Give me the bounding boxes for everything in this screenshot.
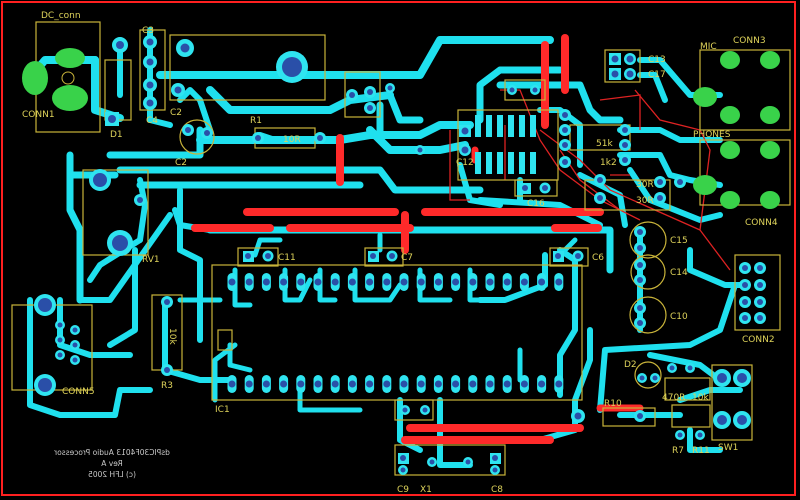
label-d2: D2	[624, 360, 637, 370]
ic1-pin-hole	[538, 380, 546, 388]
label-c7: C7	[401, 253, 413, 263]
ic1-pin-hole	[486, 278, 494, 286]
ic1-pin-hole	[520, 380, 528, 388]
label-mic: MIC	[700, 42, 717, 52]
label-phones: PHONES	[693, 130, 731, 140]
label-r-1k2: 1k2	[600, 158, 617, 168]
label-r-470r: 470R	[662, 393, 685, 403]
label-r-10k-b: 10k	[692, 393, 709, 403]
note-title: dsPIC30F4013 Audio Processor	[53, 448, 170, 457]
ic1-pin-hole	[297, 380, 305, 388]
label-c14: C14	[670, 268, 688, 278]
label-c12: C12	[456, 158, 474, 168]
pads	[22, 35, 780, 475]
label-c8: C8	[491, 485, 503, 495]
label-c2: C2	[175, 158, 187, 168]
ic1-pin-hole	[555, 380, 563, 388]
ic1-pin-hole	[228, 278, 236, 286]
label-r7: R7	[672, 446, 684, 456]
note-revision: Rev A	[100, 459, 122, 468]
ic1-pin-hole	[314, 380, 322, 388]
label-conn3: CONN3	[733, 36, 766, 46]
label-d1: D1	[110, 130, 123, 140]
label-r10: R10	[604, 399, 622, 409]
ic1-pin-hole	[348, 380, 356, 388]
label-r-30r-b: 30R	[636, 196, 654, 206]
label-c2-top: C2	[170, 108, 182, 118]
label-c17: C17	[648, 70, 666, 80]
top-copper-traces	[191, 34, 731, 444]
label-r1: R1	[250, 116, 262, 126]
label-conn4: CONN4	[745, 218, 778, 228]
ic1-pin-hole	[280, 278, 288, 286]
label-c16: C16	[527, 199, 545, 209]
ic1-pin-hole	[400, 278, 408, 286]
ic1-pin-hole	[383, 278, 391, 286]
label-c9: C9	[397, 485, 409, 495]
label-conn1: CONN1	[22, 110, 55, 120]
label-r-10k: 10k	[167, 328, 177, 345]
label-conn2: CONN2	[742, 335, 775, 345]
ic1-pin-hole	[297, 278, 305, 286]
label-r11: R11	[692, 446, 710, 456]
ic1-pin-hole	[280, 380, 288, 388]
label-c15: C15	[670, 236, 688, 246]
note-copyright: (c) LFH 2005	[88, 470, 136, 479]
ic1-pin-hole	[452, 278, 460, 286]
label-r1-value: 10R	[283, 135, 301, 145]
ic1-pin-hole	[245, 380, 253, 388]
label-c3: C3	[142, 26, 154, 36]
ic1-pin-hole	[469, 380, 477, 388]
label-sw1: SW1	[718, 443, 738, 453]
ic1-pin-hole	[503, 278, 511, 286]
ic1-pin-hole	[245, 278, 253, 286]
ic1-pin-hole	[538, 278, 546, 286]
ic1-pin-hole	[228, 380, 236, 388]
label-r-51k: 51k	[596, 139, 613, 149]
label-c11: C11	[278, 253, 296, 263]
label-r3: R3	[161, 381, 173, 391]
label-x1: X1	[420, 485, 432, 495]
ic1-pin-hole	[503, 380, 511, 388]
label-c13: C13	[648, 55, 666, 65]
ic1-pin-hole	[452, 380, 460, 388]
ic1-pin-hole	[348, 278, 356, 286]
label-c6: C6	[592, 253, 604, 263]
label-r-30r-a: 30R	[636, 180, 654, 190]
ic1-pin-hole	[262, 278, 270, 286]
ic1-pin-hole	[520, 278, 528, 286]
label-dc-conn: DC_conn	[41, 11, 81, 21]
ic1-pin-hole	[417, 380, 425, 388]
ic1-pin-hole	[366, 380, 374, 388]
ic1-pin-hole	[400, 380, 408, 388]
ic1-pin-hole	[331, 278, 339, 286]
silkscreen-outlines	[11, 21, 791, 476]
label-ic1: IC1	[215, 405, 230, 415]
ic1-pin-hole	[366, 278, 374, 286]
board-credits: dsPIC30F4013 Audio Processor Rev A (c) L…	[53, 448, 170, 479]
ic1-pin-hole	[486, 380, 494, 388]
ic1-pin-hole	[434, 380, 442, 388]
ic1-pin-hole	[434, 278, 442, 286]
label-c10: C10	[670, 312, 688, 322]
ic1-pin-hole	[469, 278, 477, 286]
ic1-pin-hole	[314, 278, 322, 286]
silkscreen-labels: DC_conn CONN1 D1 C3 C4 C2 C2 R1 10R MIC …	[22, 11, 778, 495]
ic1-pin-hole	[331, 380, 339, 388]
ic1-pin-hole	[262, 380, 270, 388]
ic1-pin-hole	[383, 380, 391, 388]
ic1-pin-hole	[555, 278, 563, 286]
ic1-pin-hole	[417, 278, 425, 286]
label-rv1: RV1	[142, 255, 160, 265]
label-conn5: CONN5	[62, 387, 95, 397]
label-c4: C4	[146, 116, 158, 126]
